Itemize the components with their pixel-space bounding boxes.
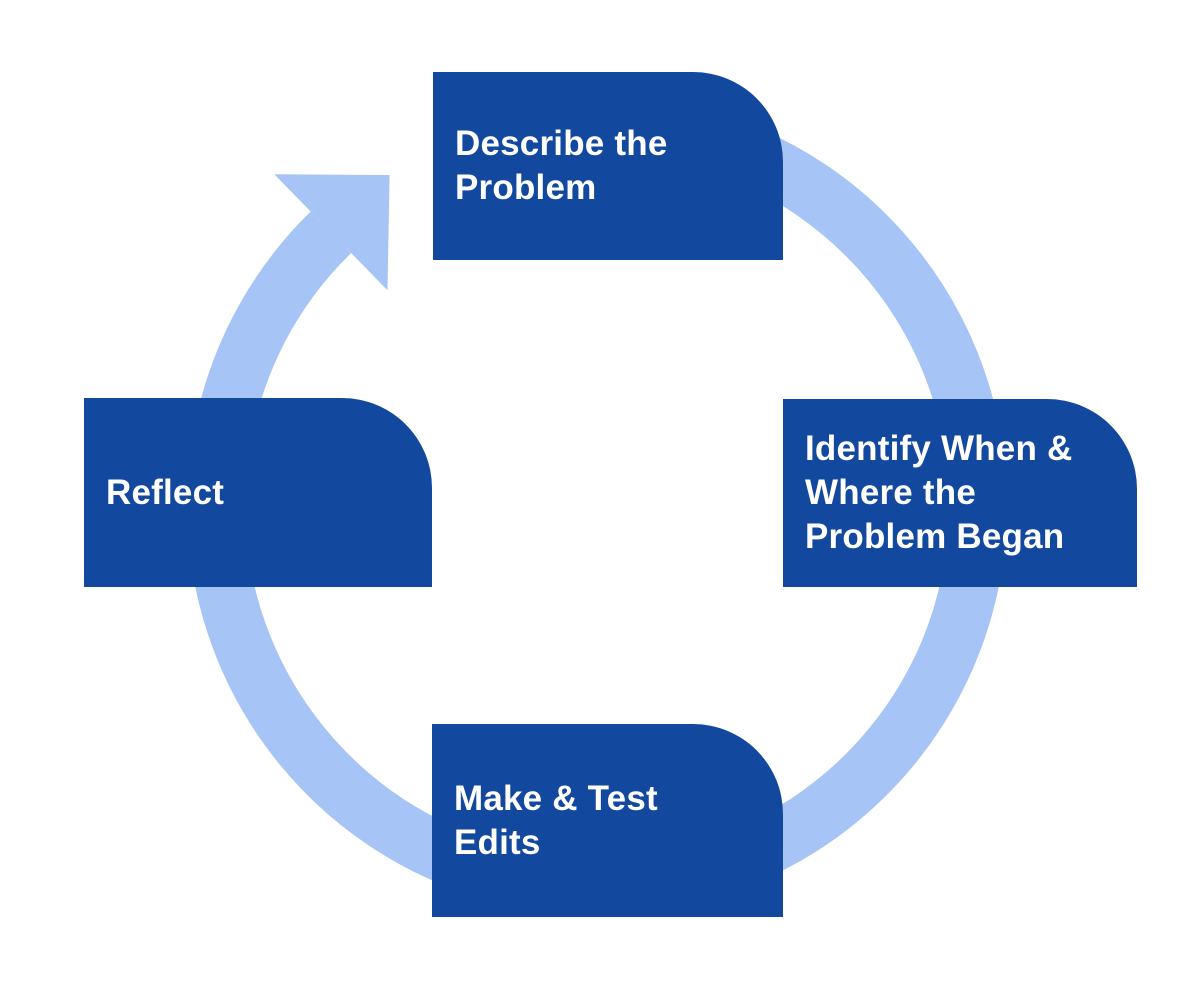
step-label-identify-when-where: Identify When & Where the Problem Began xyxy=(805,429,1073,556)
step-label-make-test-edits: Make & Test Edits xyxy=(454,778,658,862)
step-label-describe-the-problem: Describe the Problem xyxy=(455,124,668,207)
arrowhead-icon xyxy=(274,174,390,291)
step-label-reflect: Reflect xyxy=(106,472,225,512)
step-box-reflect: Reflect xyxy=(84,398,432,587)
step-box-describe-the-problem: Describe the Problem xyxy=(433,72,783,260)
step-box-identify-when-where: Identify When & Where the Problem Began xyxy=(783,399,1137,587)
step-box-make-test-edits: Make & Test Edits xyxy=(432,724,783,917)
